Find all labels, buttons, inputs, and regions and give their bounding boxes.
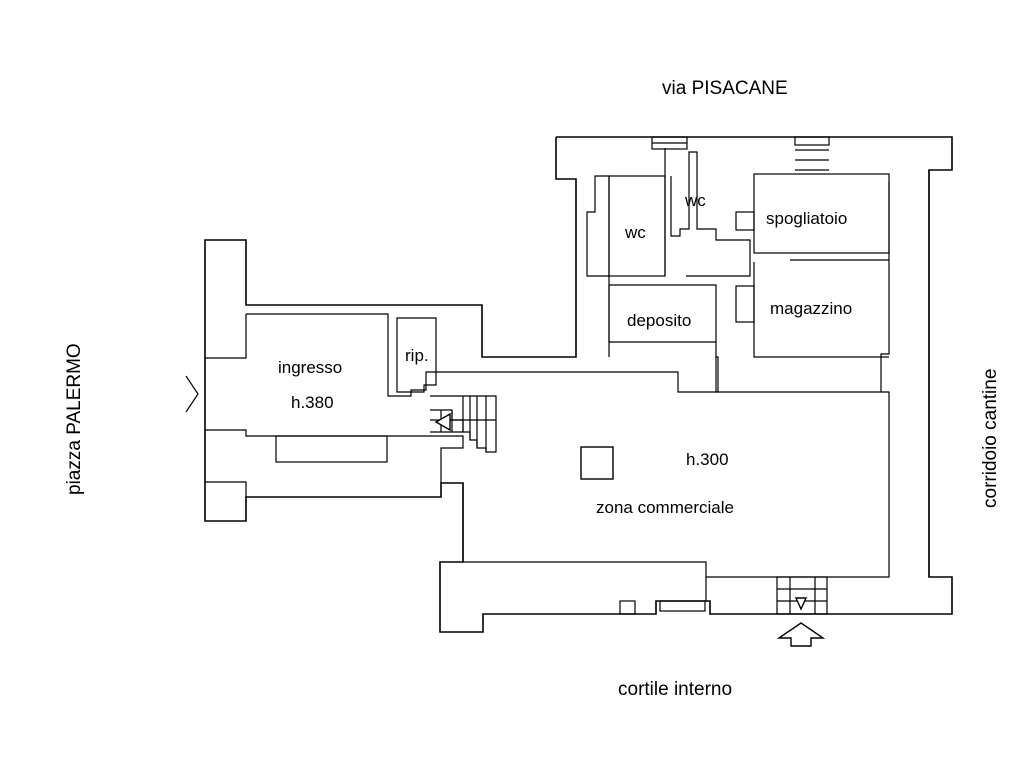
left-entry-arrow-icon	[185, 375, 199, 413]
service-rooms	[396, 136, 890, 480]
stairs	[430, 395, 828, 615]
room-labels: wc wc spogliatoio deposito magazzino ing…	[278, 191, 852, 517]
label-ripostiglio: rip.	[405, 346, 429, 365]
outer-walls	[204, 136, 953, 633]
label-magazzino: magazzino	[770, 299, 852, 318]
label-ingresso-height: h.380	[291, 393, 334, 412]
street-right: corridoio cantine	[980, 369, 1001, 508]
label-zona-height: h.300	[686, 450, 729, 469]
stair-down-arrow-icon	[794, 597, 808, 611]
street-left: piazza PALERMO	[64, 343, 85, 495]
label-spogliatoio: spogliatoio	[766, 209, 847, 228]
street-labels: via PISACANE cortile interno piazza PALE…	[64, 78, 1001, 700]
stair-arrow-icon	[434, 412, 451, 432]
label-wc-1: wc	[624, 223, 646, 242]
label-deposito: deposito	[627, 311, 691, 330]
label-ingresso: ingresso	[278, 358, 342, 377]
street-top: via PISACANE	[662, 78, 788, 99]
street-bottom: cortile interno	[618, 679, 732, 700]
courtyard-entry-arrow-icon	[776, 622, 826, 647]
label-zona-commerciale: zona commerciale	[596, 498, 734, 517]
entry-arrows	[185, 375, 826, 647]
label-wc-2: wc	[684, 191, 706, 210]
